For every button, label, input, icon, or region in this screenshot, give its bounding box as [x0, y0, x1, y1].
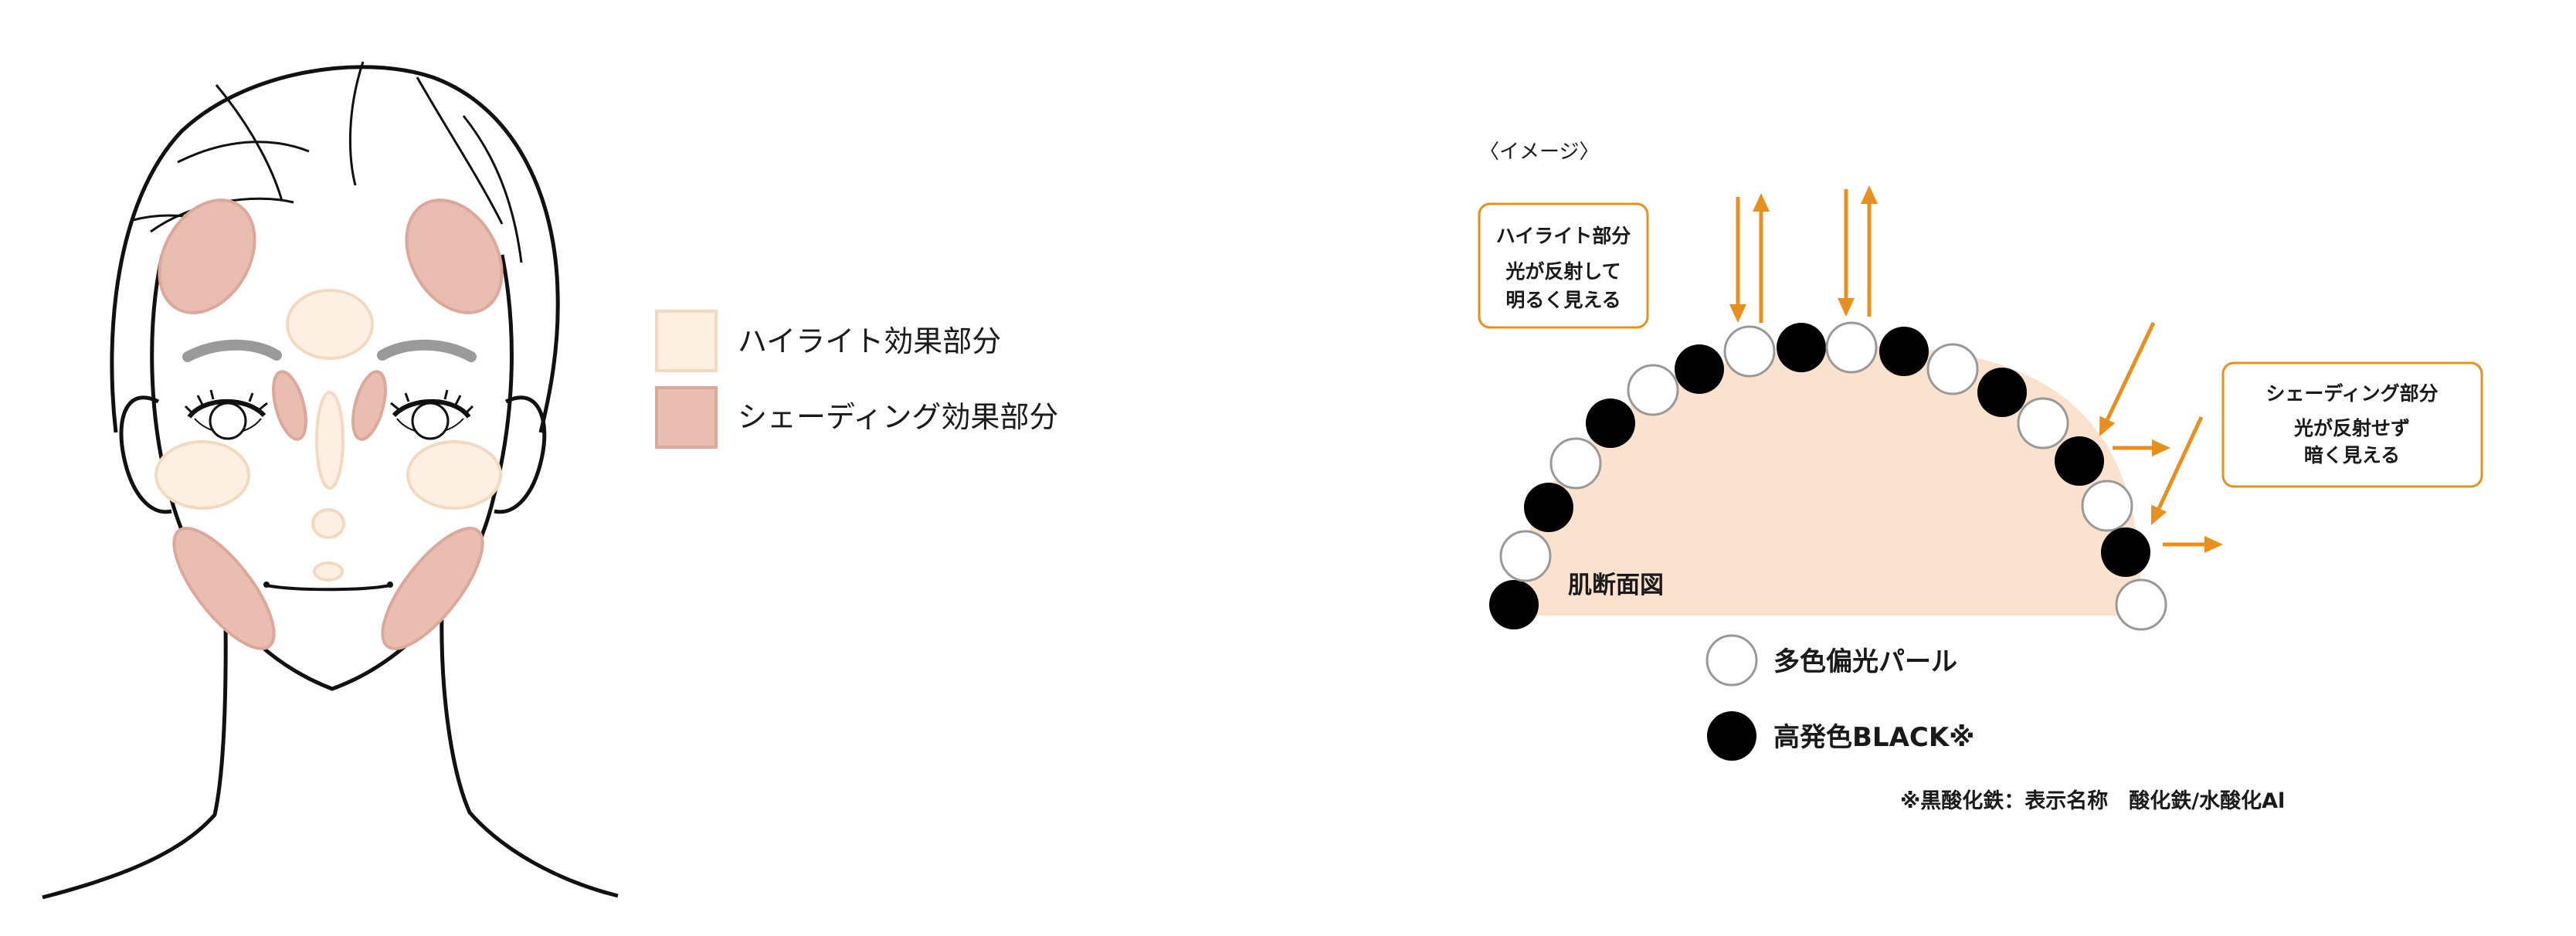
pearl-legend-swatch — [1705, 634, 1758, 687]
shading-zone-jaw-left — [172, 527, 276, 650]
face-illustration — [42, 61, 619, 900]
incident-light-arrow — [2151, 415, 2204, 525]
pearl-legend-label: 多色偏光パール — [1773, 646, 1957, 677]
highlight-zone-forehead — [286, 289, 374, 360]
pearl-particle — [2081, 480, 2133, 532]
neck-left-line — [42, 617, 228, 900]
particle-legend: 多色偏光パール 高発色BLACK※ — [1705, 634, 1974, 761]
pearl-particle — [1926, 343, 1979, 395]
hair-strand — [416, 76, 504, 225]
pearl-particle — [1499, 530, 1552, 582]
hair-strand — [462, 115, 523, 263]
highlight-zone-nose-bridge — [315, 391, 344, 490]
left-eye — [184, 389, 268, 440]
hair-strand — [215, 84, 283, 202]
particle-arc — [1489, 321, 2167, 631]
black-legend-swatch — [1707, 711, 1756, 761]
pearl-particle — [2017, 397, 2069, 449]
black-legend-label: 高発色BLACK※ — [1773, 722, 1974, 753]
skin-cross-section-shape — [1514, 346, 2141, 616]
shading-callout-line1: 光が反射せず — [2293, 417, 2410, 439]
legend-swatch-highlight — [655, 310, 718, 372]
highlight-zone-nose-tip — [311, 508, 345, 539]
legend: ハイライト効果部分 シェーディング効果部分 — [655, 310, 1058, 449]
left-ear — [119, 395, 172, 514]
black-particle — [1524, 483, 1573, 532]
shading-zone-nose-right — [351, 370, 387, 441]
skin-cross-section-diagram: 〈イメージ〉 肌断面図 ハイライト部分 光が反射して 明るく見える シェーディン… — [1478, 141, 2483, 813]
pearl-particle — [1825, 321, 1878, 374]
skin-cross-section-label: 肌断面図 — [1568, 571, 1664, 599]
black-particle — [1977, 368, 2027, 417]
shading-zone-jaw-right — [381, 527, 484, 650]
hair-outline — [110, 65, 560, 433]
right-eye — [390, 389, 474, 440]
shading-callout: シェーディング部分 光が反射せず 暗く見える — [2221, 361, 2483, 488]
highlight-callout-box — [1478, 202, 1649, 329]
shading-zone-forehead-left — [158, 198, 256, 314]
image-label: 〈イメージ〉 — [1479, 141, 1599, 164]
transmitted-light-arrow — [2163, 536, 2223, 553]
shading-callout-line2: 暗く見える — [2304, 444, 2400, 466]
black-particle — [1675, 344, 1724, 394]
black-particle — [1879, 327, 1929, 376]
right-eyebrow — [377, 339, 477, 362]
pearl-particle — [1549, 437, 1602, 490]
highlight-zone-cheek-left — [154, 440, 250, 510]
black-particle — [1489, 580, 1539, 629]
transmitted-light-arrow — [2113, 439, 2170, 456]
left-eyebrow — [182, 339, 282, 362]
highlight-zone-cheek-right — [406, 440, 502, 510]
legend-swatch-shading — [655, 386, 718, 449]
shading-zone-nose-left — [272, 370, 307, 441]
legend-label-highlight: ハイライト効果部分 — [738, 324, 1001, 358]
highlight-callout-line2: 明るく見える — [1505, 289, 1621, 311]
highlight-zone-chin — [313, 561, 344, 582]
light-arrows — [1729, 185, 2223, 553]
shading-callout-title: シェーディング部分 — [2265, 382, 2438, 405]
pearl-particle — [1627, 364, 1679, 416]
face-outline — [150, 254, 514, 691]
shading-callout-box — [2221, 361, 2483, 488]
hair-strand — [177, 141, 310, 164]
highlight-callout-title: ハイライト部分 — [1496, 225, 1631, 247]
right-ear — [494, 395, 547, 514]
incident-light-arrow — [1838, 189, 1855, 317]
neck-right-line — [440, 609, 619, 898]
mouth — [266, 584, 391, 592]
reflected-light-arrow — [1753, 193, 1770, 323]
black-particle — [1586, 398, 1635, 448]
black-particle — [2101, 527, 2150, 577]
footnote: ※黒酸化鉄：表示名称 酸化鉄/水酸化Al — [1900, 788, 2285, 813]
black-particle — [1777, 323, 1826, 372]
hair-strand — [348, 61, 365, 186]
incident-light-arrow — [2099, 321, 2156, 436]
highlight-callout-line1: 光が反射して — [1505, 260, 1621, 283]
pearl-particle — [2115, 578, 2167, 631]
highlight-callout: ハイライト部分 光が反射して 明るく見える — [1478, 202, 1649, 329]
legend-label-shading: シェーディング効果部分 — [738, 400, 1058, 434]
pearl-particle — [1723, 325, 1776, 378]
shading-zone-forehead-right — [405, 198, 504, 314]
black-particle — [2055, 436, 2104, 486]
reflected-light-arrow — [1861, 185, 1878, 317]
incident-light-arrow — [1729, 197, 1746, 323]
